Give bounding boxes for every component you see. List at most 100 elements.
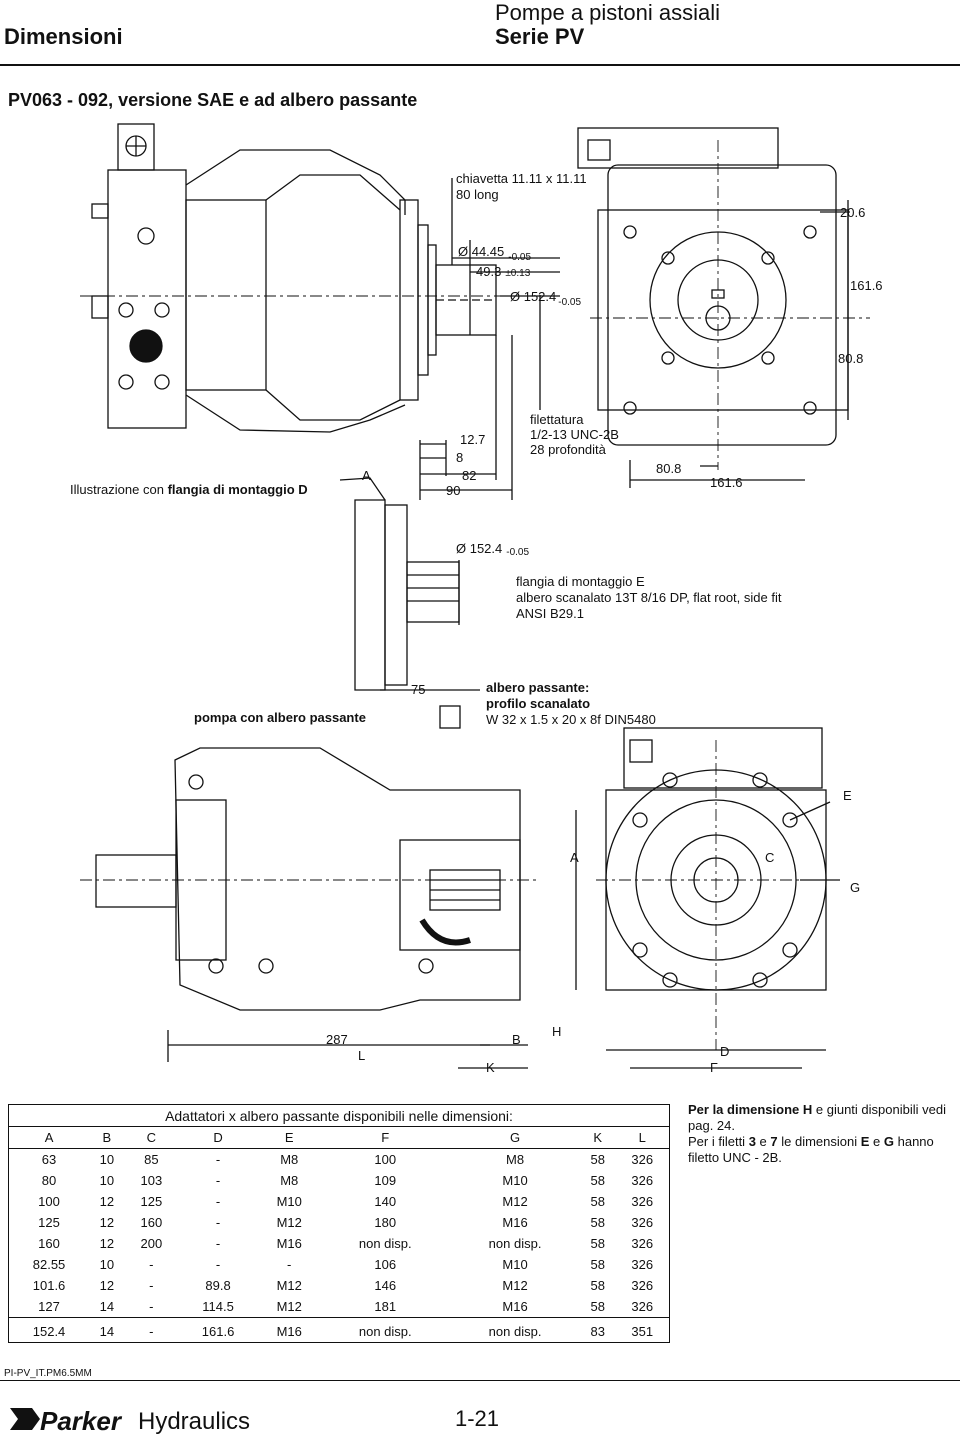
table-cell: M8 (280, 1173, 299, 1188)
dia-152-mid-label: Ø 152.4-0.05 (456, 541, 529, 558)
table-cell: 140 (374, 1194, 397, 1209)
adapter-table: Adattatori x albero passante disponibili… (8, 1104, 670, 1343)
table-cell: 125 (38, 1215, 60, 1230)
letter-c: C (765, 850, 774, 865)
dim-49-label: 49.3±0.13 (476, 264, 531, 279)
thread-label-2: 1/2-13 UNC-2B (530, 427, 619, 442)
col-header: K (579, 1126, 616, 1149)
letter-a-section: A (362, 468, 371, 483)
table-cell: 127 (38, 1299, 60, 1314)
letter-b: B (512, 1032, 521, 1047)
table-header-row: A B C D E F G K L (9, 1126, 669, 1149)
through-shaft-side-view (80, 689, 577, 1069)
table-cell: 109 (374, 1173, 397, 1188)
table-cell: M16 (502, 1299, 528, 1314)
thread-label-1: filettatura (530, 412, 584, 427)
letter-a: A (570, 850, 579, 865)
through-shaft-front-view (596, 727, 840, 1069)
table-cell: 10 (99, 1152, 115, 1167)
dim-20-6: 20.6 (840, 205, 865, 220)
table-cell: M10 (502, 1173, 528, 1188)
table-cell: M8 (280, 1152, 299, 1167)
table-cell: 100 (38, 1194, 60, 1209)
page-subtitle: PV063 - 092, versione SAE e ad albero pa… (8, 90, 418, 110)
col-header: F (320, 1126, 451, 1149)
table-cell: - (215, 1194, 221, 1209)
page-number: 1-21 (455, 1406, 500, 1431)
dim-12-7: 12.7 (460, 432, 485, 447)
table-cell: 200 (140, 1236, 163, 1251)
letter-h: H (552, 1024, 561, 1039)
table-cell: 58 (590, 1215, 605, 1230)
through-shaft-label-3: W 32 x 1.5 x 20 x 8f DIN5480 (486, 712, 656, 727)
dim-80-8-bottom: 80.8 (656, 461, 681, 476)
table-cell: M16 (276, 1236, 302, 1251)
dim-8: 8 (456, 450, 463, 465)
table-cell: non disp. (320, 1317, 451, 1342)
dim-82: 82 (462, 468, 476, 483)
table-cell: 14 (89, 1317, 125, 1342)
side-view-top (80, 123, 560, 500)
table-cell: 125 (140, 1194, 163, 1209)
table-cell: 12 (99, 1278, 115, 1293)
table-cell: M8 (506, 1152, 525, 1167)
illustration-caption: Illustrazione con flangia di montaggio D (70, 482, 308, 497)
table-cell: 58 (590, 1257, 605, 1272)
product-family: Pompe a pistoni assiali (495, 0, 721, 25)
table-cell: 58 (590, 1152, 605, 1167)
col-header: E (258, 1126, 321, 1149)
key-label-1: chiavetta 11.11 x 11.11 (456, 171, 587, 186)
table-cell: 10 (99, 1173, 115, 1188)
dia-44-label: Ø 44.45-0.05 (458, 244, 531, 263)
table-cell: M12 (502, 1278, 528, 1293)
table-cell: - (215, 1173, 221, 1188)
flange-e-label-2: albero scanalato 13T 8/16 DP, flat root,… (516, 590, 782, 605)
table-cell: 58 (590, 1236, 605, 1251)
table-cell: M16 (258, 1317, 321, 1342)
table-title: Adattatori x albero passante disponibili… (165, 1108, 513, 1124)
letter-g: G (850, 880, 860, 895)
col-header: L (615, 1126, 669, 1149)
table-cell: 326 (631, 1194, 654, 1209)
table-cell: 85 (144, 1152, 159, 1167)
table-cell: 160 (38, 1236, 60, 1251)
section-title: Dimensioni (4, 24, 123, 49)
table-cell: 161.6 (178, 1317, 259, 1342)
table-cell: 12 (99, 1236, 115, 1251)
col-header: A (9, 1126, 90, 1149)
table-cell: 58 (590, 1299, 605, 1314)
technical-drawing: chiavetta 11.11 x 11.11 80 long Ø 44.45-… (70, 123, 883, 1075)
dim-161-6-right: 161.6 (850, 278, 883, 293)
table-cell: 160 (140, 1215, 163, 1230)
table-cell: - (215, 1257, 221, 1272)
table-cell: - (149, 1278, 154, 1293)
table-cell: 114.5 (202, 1299, 234, 1314)
table-cell: 326 (631, 1236, 654, 1251)
table-cell: - (149, 1299, 154, 1314)
col-header: G (450, 1126, 580, 1149)
table-cell: - (215, 1236, 221, 1251)
division-name: Hydraulics (138, 1408, 251, 1435)
svg-text:Parker: Parker (40, 1406, 123, 1436)
table-cell: 80 (41, 1173, 57, 1188)
table-cell: 100 (374, 1152, 397, 1167)
table-cell: 12 (99, 1194, 115, 1209)
dia-152-top-label: Ø 152.4-0.05 (510, 289, 581, 308)
col-header: D (178, 1126, 259, 1149)
table-cell: 12 (99, 1215, 115, 1230)
table-cell: 146 (374, 1278, 397, 1293)
through-shaft-label-1: albero passante: (486, 680, 589, 695)
table-cell: M10 (502, 1257, 528, 1272)
footer-rule (0, 1380, 960, 1381)
table-cell: 82.55 (32, 1257, 66, 1272)
table-cell: - (215, 1152, 221, 1167)
table-cell: 83 (579, 1317, 616, 1342)
